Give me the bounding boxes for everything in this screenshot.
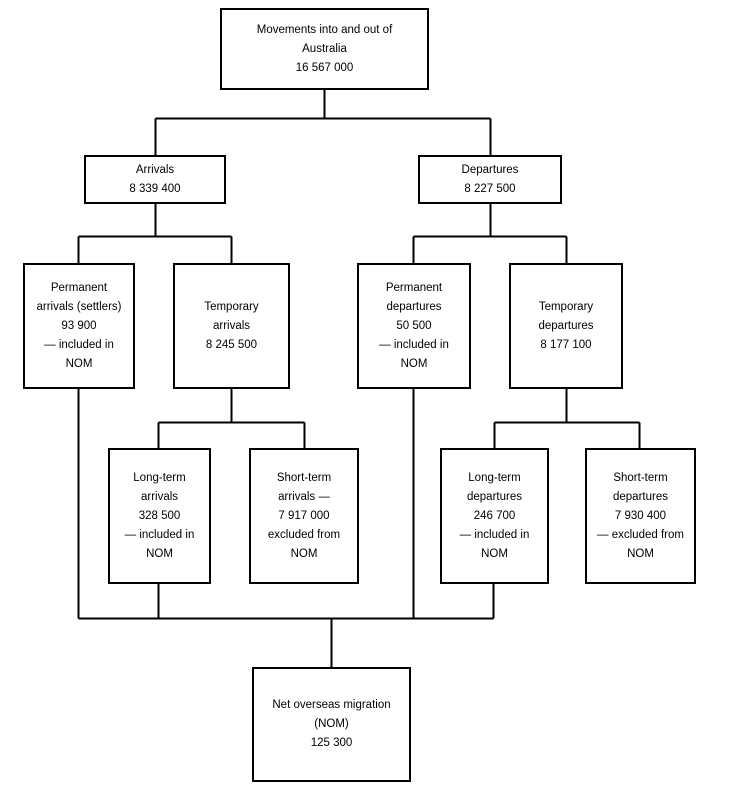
node-departures: Departures 8 227 500 [418,155,562,204]
node-line: arrivals [140,490,179,503]
node-line: Departures [461,163,519,176]
node-value: 50 500 [396,319,432,332]
node-temporary-departures: Temporary departures 8 177 100 [509,263,623,389]
node-line: Permanent [385,281,443,294]
node-value: 7 917 000 [278,509,330,522]
node-value: 8 227 500 [464,182,516,195]
node-line: Net overseas migration [272,699,391,711]
node-line: Long-term [468,471,521,484]
node-note: NOM [627,547,654,560]
node-line: Australia [302,42,347,55]
node-note: NOM [146,547,173,560]
node-line: departures [613,490,668,503]
node-short-term-arrivals: Short-term arrivals — 7 917 000 excluded… [249,448,359,584]
node-note: NOM [481,547,508,560]
node-net-overseas-migration: Net overseas migration (NOM) 125 300 [252,667,411,782]
node-value: 125 300 [310,737,353,749]
node-value: 7 930 400 [614,509,667,522]
node-line: arrivals — [278,490,330,503]
node-value: 8 177 100 [540,338,592,351]
node-line: Short-term [276,471,332,484]
node-long-term-departures: Long-term departures 246 700 — included … [440,448,549,584]
node-line: departures [467,490,522,503]
node-line: arrivals [212,319,251,332]
node-note: excluded from [267,528,341,541]
node-line: departures [538,319,594,332]
node-line: Temporary [538,300,594,313]
node-line: Temporary [204,300,259,313]
node-line: (NOM) [314,718,349,730]
node-temporary-arrivals: Temporary arrivals 8 245 500 [173,263,290,389]
node-note: — included in [459,528,530,541]
node-note: NOM [400,357,428,370]
node-permanent-departures: Permanent departures 50 500 — included i… [357,263,471,389]
node-value: 246 700 [473,509,516,522]
node-value: 16 567 000 [295,61,354,74]
node-arrivals: Arrivals 8 339 400 [84,155,226,204]
node-value: 8 339 400 [129,182,181,195]
node-note: NOM [290,547,318,560]
node-value: 328 500 [138,509,181,522]
node-line: departures [386,300,442,313]
node-line: Arrivals [135,163,175,176]
node-line: arrivals (settlers) [36,300,122,313]
node-note: — included in [44,338,114,351]
node-value: 8 245 500 [205,338,258,351]
node-note: NOM [65,357,93,370]
node-movements-total: Movements into and out of Australia 16 5… [220,8,429,90]
node-value: 93 900 [61,319,97,332]
node-permanent-arrivals: Permanent arrivals (settlers) 93 900 — i… [23,263,135,389]
node-short-term-departures: Short-term departures 7 930 400 — exclud… [585,448,696,584]
node-line: Long-term [133,471,186,484]
node-line: Permanent [50,281,108,294]
node-line: Movements into and out of [256,23,393,36]
node-line: Short-term [613,471,668,484]
node-long-term-arrivals: Long-term arrivals 328 500 — included in… [108,448,211,584]
node-note: — excluded from [597,528,684,541]
node-note: — included in [124,528,195,541]
node-note: — included in [379,338,449,351]
